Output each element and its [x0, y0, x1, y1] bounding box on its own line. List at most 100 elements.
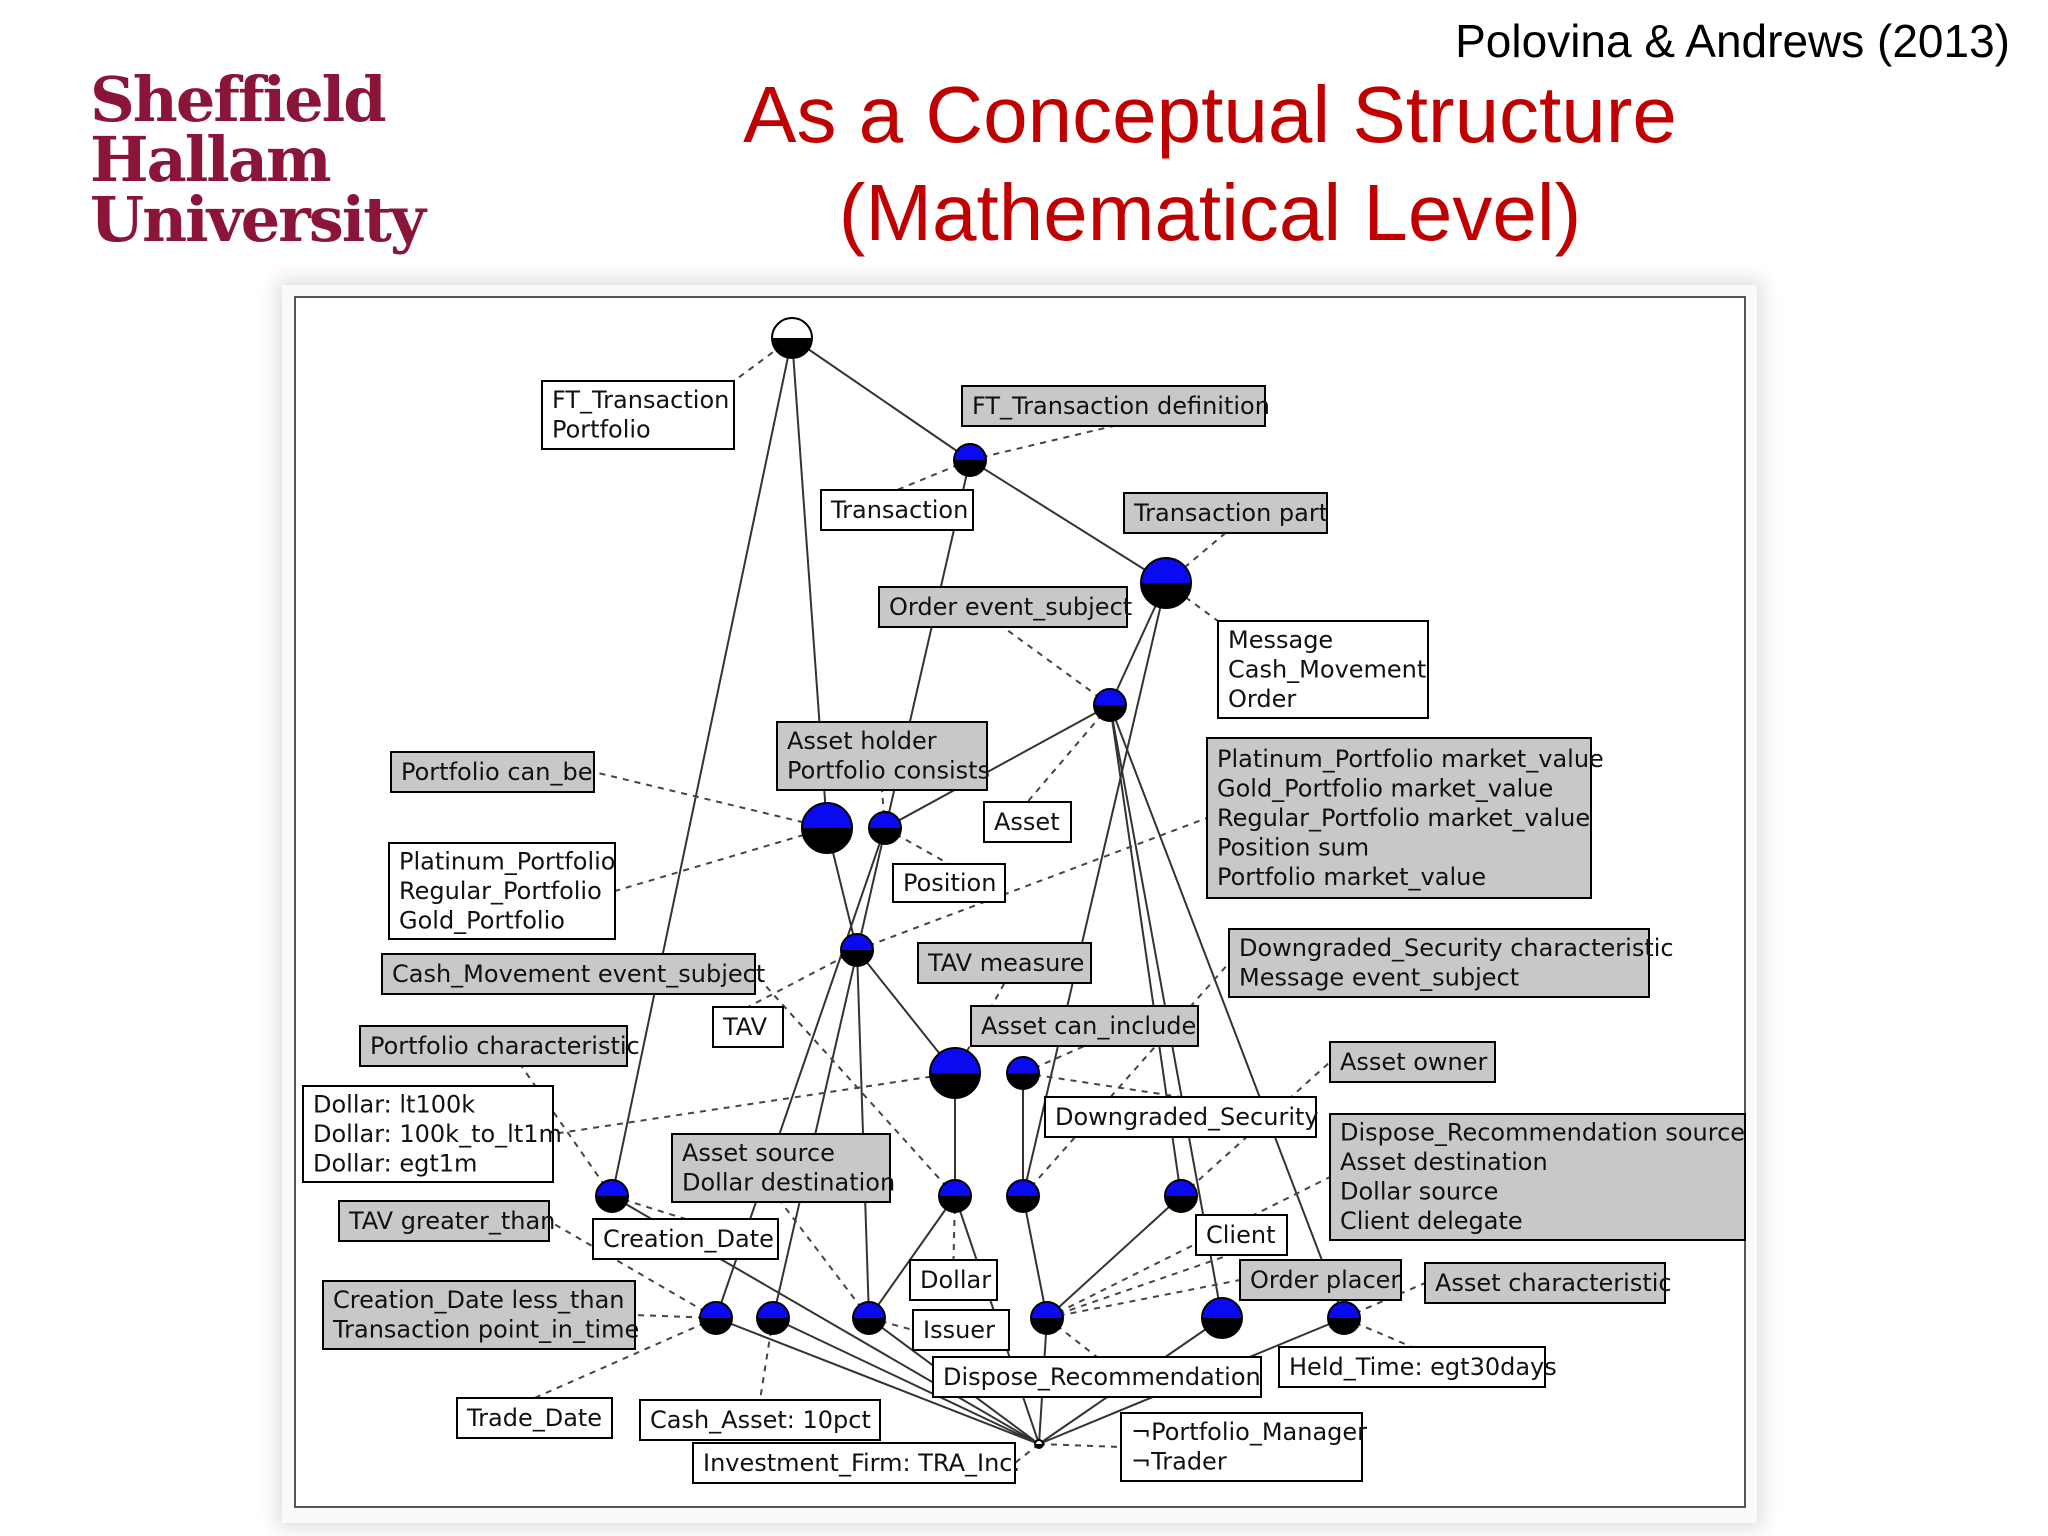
label-connector [1046, 1279, 1241, 1319]
label-text: FT_Transaction [552, 386, 729, 414]
label-text: Asset can_include [981, 1012, 1196, 1040]
concept-label-portfolios: Platinum_PortfolioRegular_PortfolioGold_… [388, 842, 616, 940]
concept-node [801, 802, 853, 854]
label-text: Cash_Movement [1228, 655, 1426, 683]
label-text: Dispose_Recommendation [943, 1363, 1261, 1391]
concept-label-asset-can-include: Asset can_include [970, 1005, 1199, 1047]
label-text: Dollar: egt1m [313, 1149, 477, 1177]
label-text: Investment_Firm: TRA_Inc. [703, 1449, 1020, 1477]
label-connector [614, 827, 828, 892]
label-text: Regular_Portfolio market_value [1217, 804, 1590, 832]
label-connector [1026, 704, 1111, 803]
label-text: Asset holder [787, 727, 937, 755]
label-connector [1038, 1443, 1122, 1448]
concept-node [929, 1047, 981, 1099]
logo-line-1: Sheffield [90, 63, 387, 136]
label-text: Issuer [923, 1316, 995, 1344]
label-text: Transaction point_in_time [332, 1316, 639, 1344]
label-text: Trade_Date [466, 1404, 602, 1432]
lattice-edge [884, 704, 1111, 829]
lattice-edge [611, 337, 793, 1197]
label-text: Message [1228, 626, 1333, 654]
label-text: Transaction part [1133, 499, 1328, 527]
label-text: Creation_Date less_than [333, 1286, 625, 1314]
concept-node [938, 1179, 972, 1213]
label-text: Dollar [920, 1266, 991, 1294]
logo-line-3: University [90, 183, 426, 256]
label-text: Position sum [1217, 833, 1369, 861]
concept-label-dollar: Dollar [909, 1259, 998, 1301]
label-text: Asset characteristic [1435, 1269, 1672, 1297]
concept-node [1030, 1301, 1064, 1335]
concept-node [953, 443, 987, 477]
concept-node [1093, 688, 1127, 722]
concept-node [1201, 1297, 1243, 1339]
label-text: Client [1206, 1221, 1275, 1249]
label-connector [548, 1220, 717, 1319]
concept-node [595, 1179, 629, 1213]
label-text: Asset destination [1340, 1148, 1548, 1176]
concept-label-order-placer: Order placer [1239, 1259, 1402, 1301]
concept-label-asset: Asset [983, 801, 1072, 843]
concept-label-portfolio-can-be: Portfolio can_be [390, 751, 595, 793]
label-text: TAV greater_than [348, 1207, 555, 1235]
lattice-edge [1046, 1195, 1182, 1319]
concept-label-trade-date: Trade_Date [456, 1397, 613, 1439]
lattice-edge [856, 949, 956, 1074]
concept-label-creation-date: Creation_Date [592, 1218, 779, 1260]
label-connector [856, 817, 1208, 951]
label-text: Portfolio characteristic [370, 1032, 640, 1060]
lattice-edge [772, 1317, 1040, 1445]
slide-title: As a Conceptual Structure (Mathematical … [600, 66, 1820, 262]
label-connector [1022, 962, 1230, 1197]
label-text: Regular_Portfolio [399, 877, 602, 905]
concept-node [1006, 1179, 1040, 1213]
label-text: Gold_Portfolio market_value [1217, 774, 1553, 802]
label-text: Portfolio [552, 416, 651, 444]
lattice-edge [1022, 582, 1167, 1197]
concept-node [1164, 1179, 1198, 1213]
label-text: Portfolio market_value [1217, 863, 1486, 891]
label-text: Platinum_Portfolio [399, 847, 615, 875]
label-text: Cash_Asset: 10pct [650, 1406, 871, 1434]
slide-title-line-1: As a Conceptual Structure [743, 70, 1677, 159]
lattice-edge [1109, 704, 1345, 1319]
label-text: Message event_subject [1239, 964, 1519, 992]
concept-label-investment-firm: Investment_Firm: TRA_Inc. [692, 1442, 1020, 1484]
concept-label-dispose-recommendation: Dispose_Recommendation [932, 1356, 1262, 1398]
label-connector [593, 771, 828, 829]
label-connector [552, 1072, 956, 1135]
label-connector [969, 425, 1114, 461]
label-text: TAV [722, 1013, 768, 1041]
label-text: Dollar: lt100k [313, 1090, 475, 1118]
lattice-edge [1022, 1195, 1048, 1319]
label-text: Client delegate [1340, 1207, 1523, 1235]
label-connector [1046, 1317, 1098, 1358]
label-text: Dollar destination [682, 1169, 895, 1197]
concept-label-position: Position [892, 863, 1006, 903]
label-text: Platinum_Portfolio market_value [1217, 745, 1604, 773]
label-connector [754, 973, 956, 1197]
concept-label-cash-movement-event: Cash_Movement event_subject [381, 953, 765, 995]
concept-label-transaction: Transaction [820, 489, 974, 531]
concept-label-asset-owner: Asset owner [1329, 1041, 1496, 1083]
concept-label-ft-transaction-definition: FT_Transaction definition [961, 385, 1270, 427]
lattice-edge [969, 459, 1167, 584]
label-connector [747, 949, 858, 1008]
citation: Polovina & Andrews (2013) [1455, 15, 2010, 67]
concept-node [1006, 1056, 1040, 1090]
concept-node [840, 933, 874, 967]
label-text: Dollar source [1340, 1178, 1498, 1206]
label-text: Asset owner [1340, 1048, 1488, 1076]
concept-label-downgraded-security: Downgraded_Security [1044, 1096, 1319, 1138]
concept-label-client: Client [1195, 1214, 1288, 1256]
label-connector [868, 1317, 914, 1331]
label-text: Portfolio consists [787, 757, 990, 785]
